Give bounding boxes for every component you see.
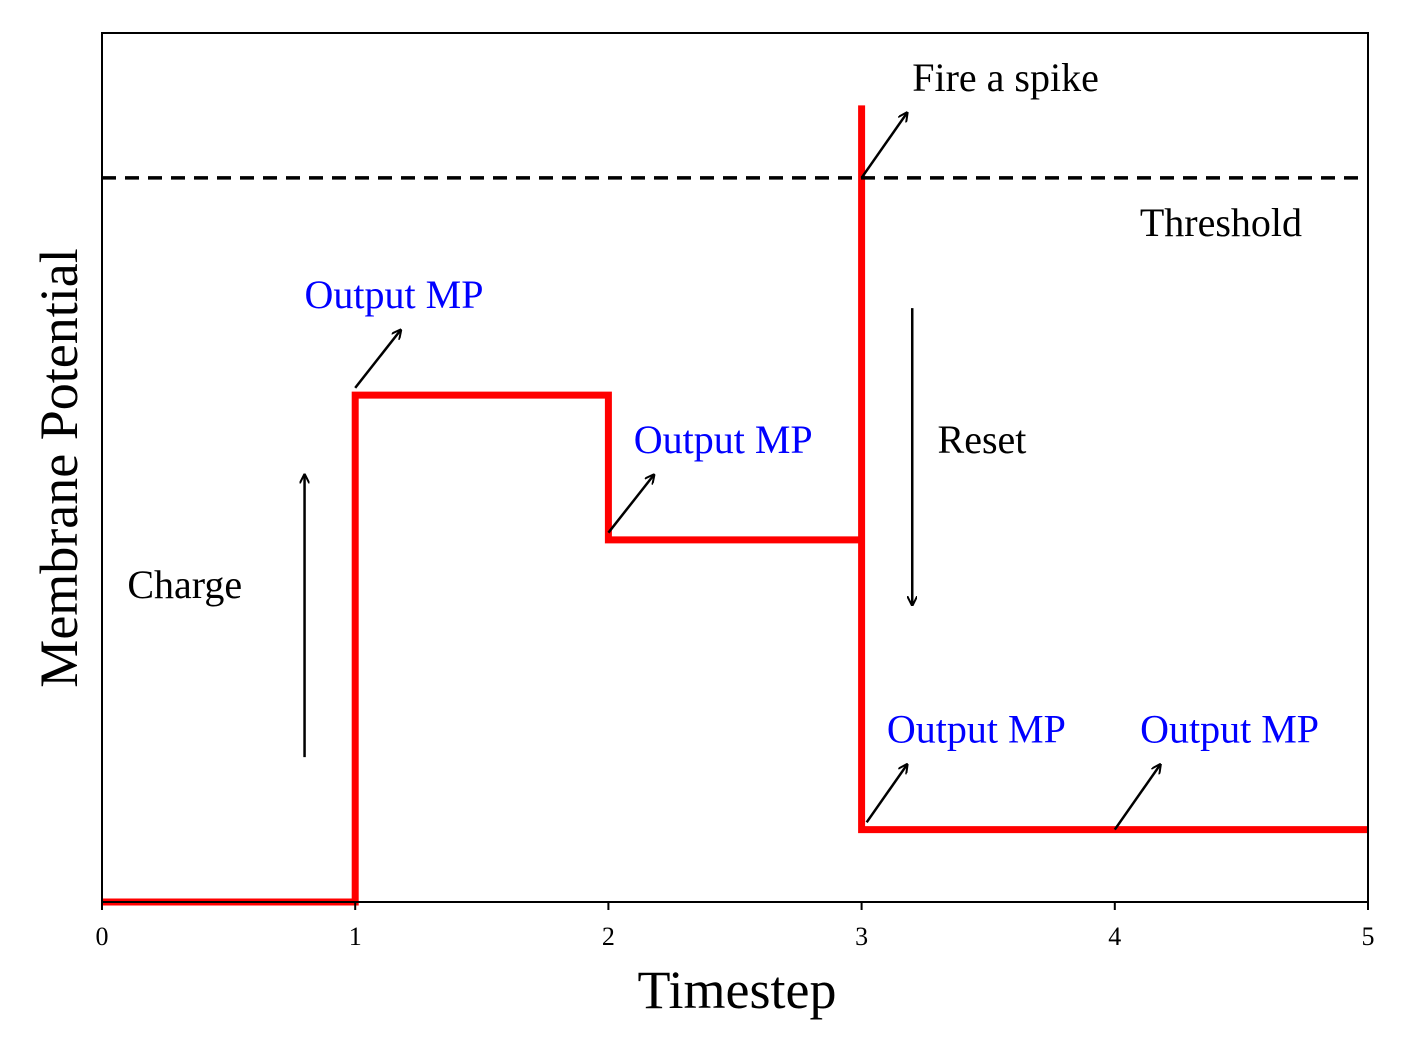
output-arrow-2 bbox=[607, 475, 654, 534]
x-tick-label-0: 0 bbox=[96, 922, 109, 951]
x-axis-title: Timestep bbox=[637, 960, 836, 1020]
annotation-output-mp-4: Output MP bbox=[634, 417, 813, 462]
annotation-output-mp-6: Output MP bbox=[1140, 707, 1319, 752]
y-axis-title: Membrane Potential bbox=[29, 248, 89, 687]
x-tick-label-3: 3 bbox=[855, 922, 868, 951]
threshold-label: Threshold bbox=[1140, 200, 1302, 245]
x-tick-label-1: 1 bbox=[349, 922, 362, 951]
output-arrow-3 bbox=[865, 764, 908, 824]
series-line-0 bbox=[102, 105, 1368, 906]
annotation-charge-0: Charge bbox=[127, 562, 242, 607]
annotation-fire-a-spike-2: Fire a spike bbox=[912, 55, 1099, 100]
x-tick-label-4: 4 bbox=[1108, 922, 1121, 951]
threshold-layer: Threshold bbox=[102, 176, 1368, 245]
output-arrow-4 bbox=[1113, 764, 1161, 831]
x-axis-ticks: 0 1 2 3 4 5 bbox=[96, 902, 1375, 951]
spike-arrow bbox=[860, 113, 908, 179]
x-tick-label-5: 5 bbox=[1362, 922, 1375, 951]
series-layer bbox=[102, 105, 1368, 906]
x-tick-label-2: 2 bbox=[602, 922, 615, 951]
annotation-reset-1: Reset bbox=[938, 417, 1027, 462]
plot-frame bbox=[101, 32, 1369, 903]
annotation-output-mp-3: Output MP bbox=[305, 272, 484, 317]
arrow-layer bbox=[305, 113, 1161, 831]
output-arrow-1 bbox=[354, 330, 401, 389]
annotation-output-mp-5: Output MP bbox=[887, 707, 1066, 752]
